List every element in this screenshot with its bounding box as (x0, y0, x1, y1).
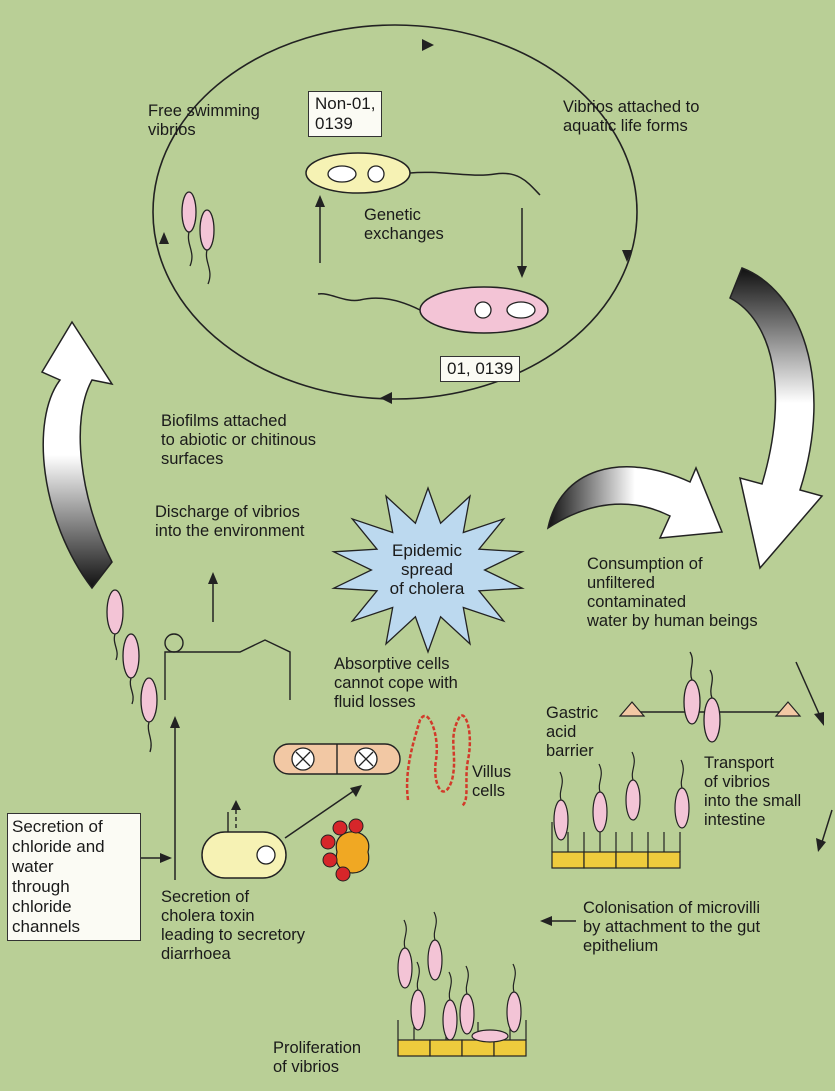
non-o1-bacterium (306, 153, 540, 195)
proliferation-epithelium (398, 912, 526, 1056)
box-non-o1-o139: Non-01, 0139 (308, 91, 382, 137)
colonisation-epithelium (552, 752, 689, 868)
discharge-arrow (208, 572, 218, 622)
epidemic-curved-arrow (548, 467, 722, 538)
box-o1-o139: 01, 0139 (440, 356, 520, 382)
chloride-arrow (138, 853, 172, 863)
o1-bacterium (318, 287, 548, 333)
label-absorptive-cells: Absorptive cells cannot cope with fluid … (334, 655, 458, 712)
label-transport-vibrios: Transport of vibrios into the small inte… (704, 754, 801, 830)
villus-cells (274, 716, 470, 806)
label-discharge: Discharge of vibrios into the environmen… (155, 503, 305, 541)
label-free-swimming-vibrios: Free swimming vibrios (148, 102, 260, 140)
colonisation-arrow (540, 916, 576, 926)
label-colonisation: Colonisation of microvilli by attachment… (583, 899, 760, 956)
gastric-acid-barrier (620, 652, 800, 742)
label-secretion-toxin: Secretion of cholera toxin leading to se… (161, 888, 305, 964)
environment-outline (165, 634, 290, 700)
cholera-toxin-molecule (321, 819, 369, 881)
box-secretion-chloride: Secretion of chloride and water through … (7, 813, 141, 941)
right-curved-arrow (730, 268, 822, 568)
transport-arrows (796, 662, 832, 852)
label-epidemic-spread: Epidemic spread of cholera (372, 541, 482, 598)
label-gastric-acid-barrier: Gastric acid barrier (546, 704, 598, 761)
label-biofilms: Biofilms attached to abiotic or chitinou… (161, 412, 316, 469)
left-curved-arrow (42, 322, 112, 588)
secretion-up-arrow (170, 716, 180, 880)
label-consumption: Consumption of unfiltered contaminated w… (587, 555, 758, 631)
label-vibrios-attached-aquatic: Vibrios attached to aquatic life forms (563, 98, 699, 136)
exiting-vibrios (107, 590, 157, 752)
label-villus-cells: Villus cells (472, 763, 511, 801)
free-swimming-vibrios (182, 192, 214, 284)
label-proliferation: Proliferation of vibrios (273, 1039, 361, 1077)
label-genetic-exchanges: Genetic exchanges (364, 206, 444, 244)
